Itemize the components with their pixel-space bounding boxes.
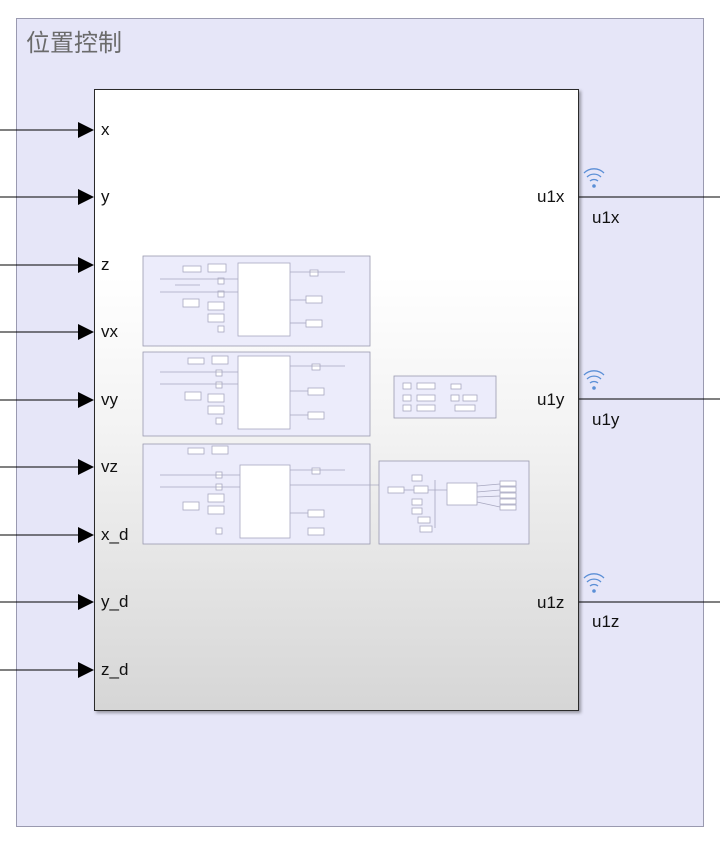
arrow-right-icon bbox=[78, 594, 94, 610]
area-title: 位置控制 bbox=[26, 29, 122, 57]
port-label-u1z: u1z bbox=[537, 593, 565, 612]
port-label-vx: vx bbox=[101, 322, 118, 341]
port-label-x_d: x_d bbox=[101, 525, 129, 544]
arrow-right-icon bbox=[78, 527, 94, 543]
port-label-y: y bbox=[101, 187, 110, 206]
thumbnail-subsystem-1 bbox=[142, 255, 371, 347]
signal-tag-u1x: u1x bbox=[592, 208, 620, 227]
arrow-right-icon bbox=[78, 662, 94, 678]
arrow-right-icon bbox=[78, 122, 94, 138]
port-label-u1x: u1x bbox=[537, 187, 565, 206]
thumbnail-subsystem-2 bbox=[142, 351, 371, 437]
port-label-y_d: y_d bbox=[101, 592, 129, 611]
wireless-icon bbox=[583, 573, 605, 593]
port-label-z: z bbox=[101, 255, 110, 274]
port-label-vz: vz bbox=[101, 457, 118, 476]
arrow-right-icon bbox=[78, 189, 94, 205]
arrow-right-icon bbox=[78, 257, 94, 273]
arrow-right-icon bbox=[78, 392, 94, 408]
arrow-right-icon bbox=[78, 459, 94, 475]
arrow-right-icon bbox=[78, 324, 94, 340]
thumbnail-subsystem-3 bbox=[142, 443, 380, 545]
wireless-icon bbox=[583, 370, 605, 390]
signal-tag-u1y: u1y bbox=[592, 410, 620, 429]
thumbnail-mux bbox=[393, 375, 497, 419]
port-label-x: x bbox=[101, 120, 110, 139]
thumbnail-output-subsystem bbox=[378, 460, 530, 545]
port-label-vy: vy bbox=[101, 390, 118, 409]
signal-tag-u1z: u1z bbox=[592, 612, 620, 631]
port-label-u1y: u1y bbox=[537, 390, 565, 409]
wireless-icon bbox=[583, 168, 605, 188]
port-label-z_d: z_d bbox=[101, 660, 129, 679]
